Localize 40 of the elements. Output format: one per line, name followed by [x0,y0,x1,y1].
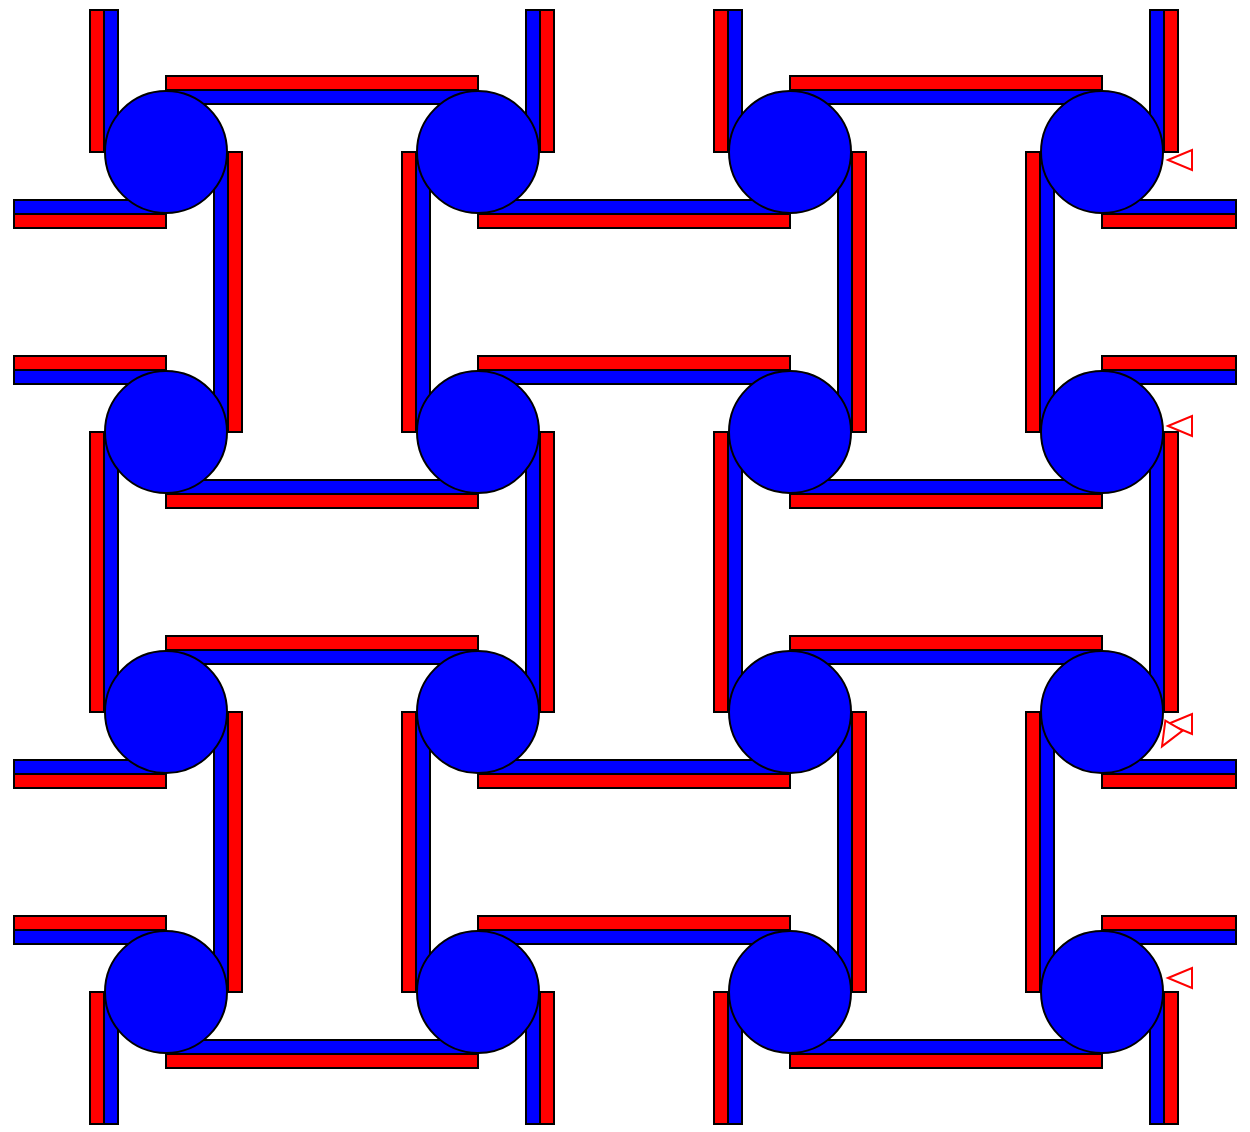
connector-bar [837,711,867,993]
connector-bar [713,431,743,713]
connector-bar [401,711,431,993]
connector-bar [13,199,167,229]
connector-bar [89,9,119,153]
connector-bar [789,75,1103,105]
connector-bar [1149,9,1179,153]
connector-bar [1149,431,1179,713]
connector-bar [525,9,555,153]
connector-bar [789,635,1103,665]
connector-bar [13,759,167,789]
connector-bar [89,431,119,713]
connector-bar [789,1039,1103,1069]
connector-bar [1101,759,1237,789]
connector-bar [213,711,243,993]
connector-bar [477,915,791,945]
connector-bar [165,479,479,509]
connector-bar [1101,915,1237,945]
connector-bar [1025,151,1055,433]
connector-bar [165,1039,479,1069]
connector-bar [1101,355,1237,385]
connector-bar [837,151,867,433]
connector-bar [13,915,167,945]
connector-bar [713,991,743,1125]
connector-bar [525,991,555,1125]
connector-bar [13,355,167,385]
connector-bar [713,9,743,153]
connector-bar [165,75,479,105]
connector-bar [477,759,791,789]
connector-bar [213,151,243,433]
connector-bar [477,355,791,385]
connector-bar [789,479,1103,509]
connector-bar [1149,991,1179,1125]
connector-bar [477,199,791,229]
connector-bar [525,431,555,713]
connector-bar [1101,199,1237,229]
connector-bar [89,991,119,1125]
connector-bar [401,151,431,433]
connector-bar [1025,711,1055,993]
connector-bar [165,635,479,665]
